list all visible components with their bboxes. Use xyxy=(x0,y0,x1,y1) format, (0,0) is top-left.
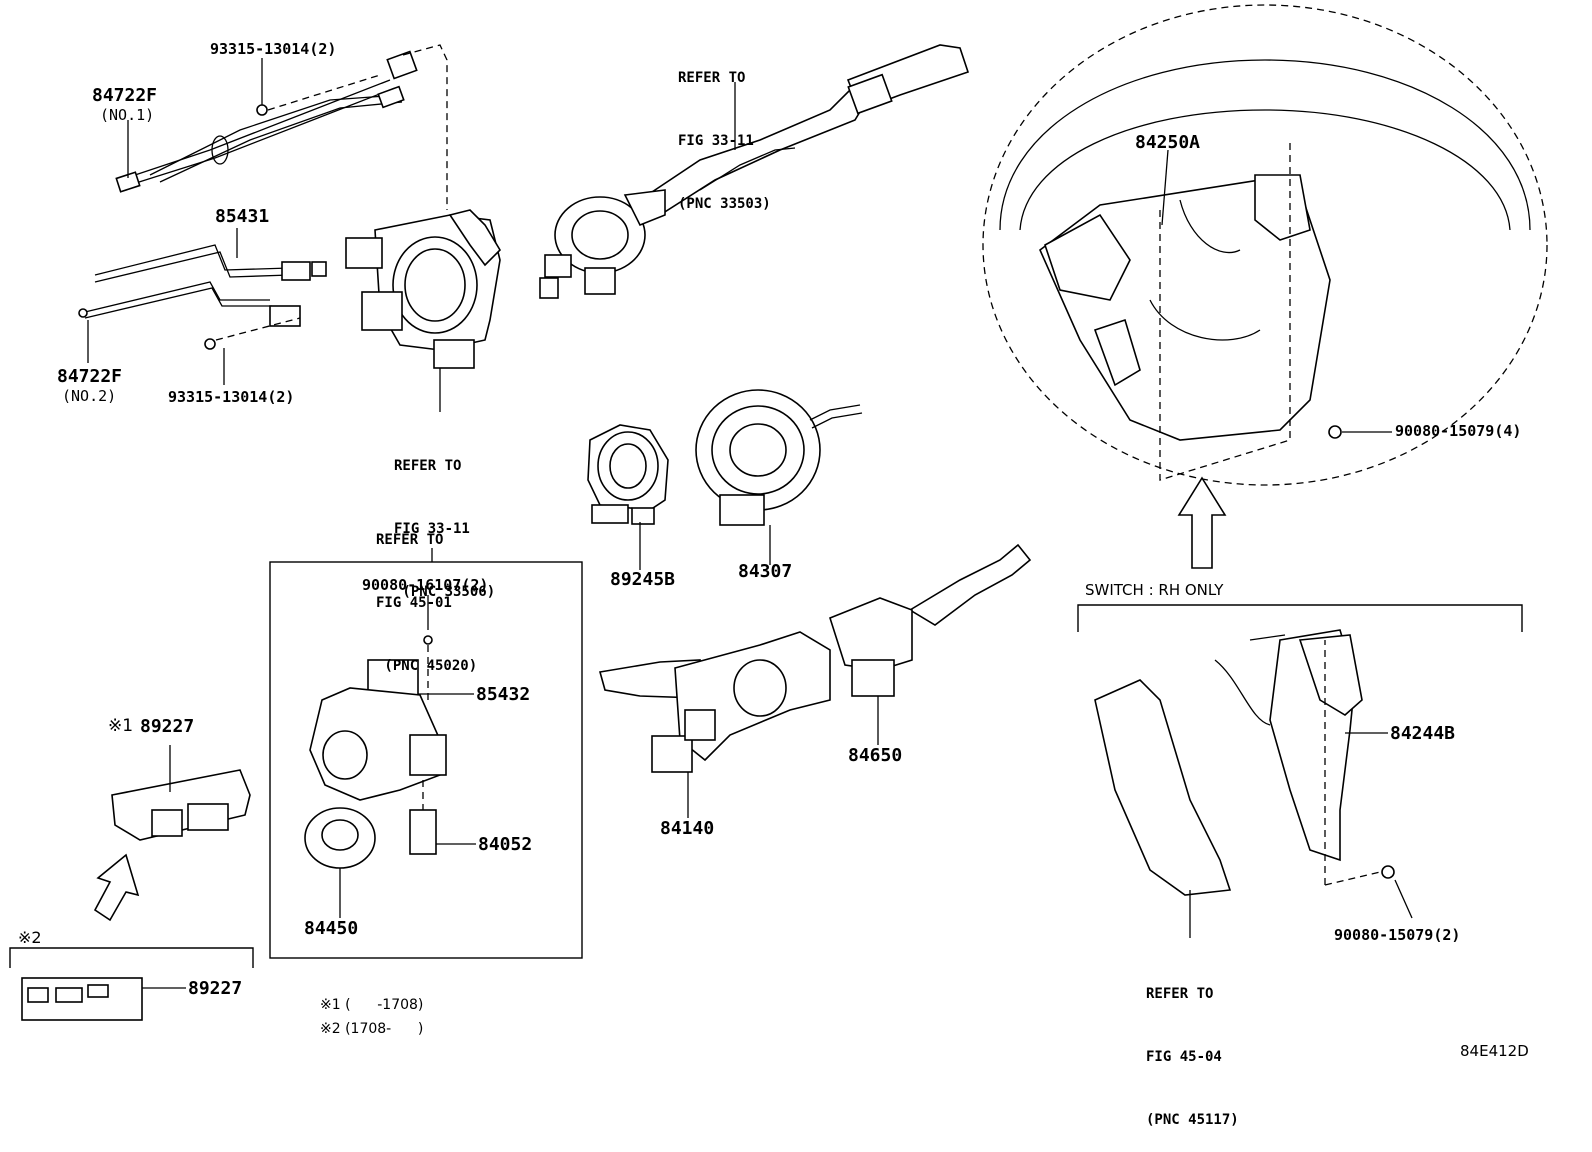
arrow-up-wheel xyxy=(1177,476,1227,569)
ref-line: FIG 45-01 xyxy=(376,595,452,611)
label-89227-a-mark: ※1 xyxy=(108,716,134,736)
label-90080-15079-2: 90080-15079(2) xyxy=(1334,926,1461,944)
label-84450: 84450 xyxy=(304,918,359,939)
parts-diagram: 84722F (NO.1) 93315-13014(2) 85431 84722… xyxy=(9,4,1548,1128)
steering-wheel xyxy=(982,4,1548,486)
bracket-note2 xyxy=(9,947,254,968)
label-93315-top: 93315-13014(2) xyxy=(210,40,337,58)
ref-line: (PNC 33503) xyxy=(678,196,771,212)
label-89227-b-mark: ※2 xyxy=(18,928,42,947)
screw-90080-15079-4 xyxy=(1328,425,1392,439)
module-89227-b xyxy=(21,977,143,1021)
label-84244b: 84244B xyxy=(1390,723,1456,744)
label-85431: 85431 xyxy=(215,206,270,227)
label-89227-a: 89227 xyxy=(140,716,195,737)
ref-fig33-11-mid: REFER TO FIG 33-11 (PNC 33506) xyxy=(394,414,495,624)
leader-84250a xyxy=(1161,149,1169,226)
label-84722f-no1: 84722F xyxy=(92,85,158,106)
ref-line: (PNC 33506) xyxy=(394,584,496,600)
ref-line: REFER TO xyxy=(376,532,444,548)
label-90080-16107: 90080-16107(2) xyxy=(362,576,489,594)
screw-90080-15079-2 xyxy=(1324,865,1413,919)
ref-line: (PNC 45020) xyxy=(376,658,478,674)
module-89227-a xyxy=(111,769,251,841)
diagram-drawing xyxy=(9,4,1548,1021)
ignition-group-box xyxy=(269,561,583,959)
ref-line: FIG 45-04 xyxy=(1146,1049,1222,1065)
spiral-cable-84307 xyxy=(695,389,863,526)
screw-93315-bottom xyxy=(204,317,301,385)
label-note2: ※2 (1708- ) xyxy=(320,1021,424,1037)
wiper-switch-84650 xyxy=(829,543,1032,697)
label-switch-rh-only: SWITCH : RH ONLY xyxy=(1085,581,1224,599)
bracket-switch-rh xyxy=(1077,604,1523,632)
wire-harness-84722f-no1 xyxy=(115,50,418,193)
label-90080-15079-4: 90080-15079(4) xyxy=(1395,422,1522,440)
combination-switch-84140 xyxy=(598,631,831,773)
ref-line: REFER TO xyxy=(1146,986,1214,1002)
label-note1: ※1 ( -1708) xyxy=(320,997,424,1013)
ref-line: REFER TO xyxy=(394,458,462,474)
steering-pad-switch-84244b xyxy=(1094,629,1363,896)
ref-line: FIG 33-11 xyxy=(394,521,470,537)
diagram-code: 84E412D xyxy=(1460,1042,1529,1060)
ref-fig45-04: REFER TO FIG 45-04 (PNC 45117) xyxy=(1146,942,1239,1152)
ignition-housing xyxy=(309,659,447,801)
steering-sensor-89245b xyxy=(587,424,669,525)
label-84650: 84650 xyxy=(848,745,903,766)
label-84052: 84052 xyxy=(478,834,533,855)
dash-guide-wheel xyxy=(1159,140,1291,481)
ref-line: REFER TO xyxy=(678,70,746,86)
label-84307: 84307 xyxy=(738,561,793,582)
wire-harness-85431 xyxy=(78,244,327,327)
ref-fig45-01: REFER TO FIG 45-01 (PNC 45020) xyxy=(376,488,477,698)
label-85432: 85432 xyxy=(476,684,531,705)
label-89227-b: 89227 xyxy=(188,978,243,999)
lever-switch-33503 xyxy=(539,44,970,299)
label-84140: 84140 xyxy=(660,818,715,839)
ignition-cylinder-84450 xyxy=(304,807,376,869)
label-84722f-no2-note: (NO.2) xyxy=(62,387,117,405)
label-84722f-no2: 84722F xyxy=(57,366,123,387)
arrow-up-89227 xyxy=(93,853,140,922)
screw-93315-top xyxy=(256,74,381,116)
ref-fig33-11-top: REFER TO FIG 33-11 (PNC 33503) xyxy=(678,26,771,236)
screw-90080-16107 xyxy=(423,635,433,700)
label-93315-bottom: 93315-13014(2) xyxy=(168,388,295,406)
label-84722f-no1-note: (NO.1) xyxy=(100,106,155,124)
label-89245b: 89245B xyxy=(610,569,676,590)
ref-line: (PNC 45117) xyxy=(1146,1112,1239,1128)
ref-line: FIG 33-11 xyxy=(678,133,754,149)
key-84052 xyxy=(409,780,437,855)
combination-switch-body-33506 xyxy=(345,209,502,369)
label-84250a: 84250A xyxy=(1135,132,1201,153)
